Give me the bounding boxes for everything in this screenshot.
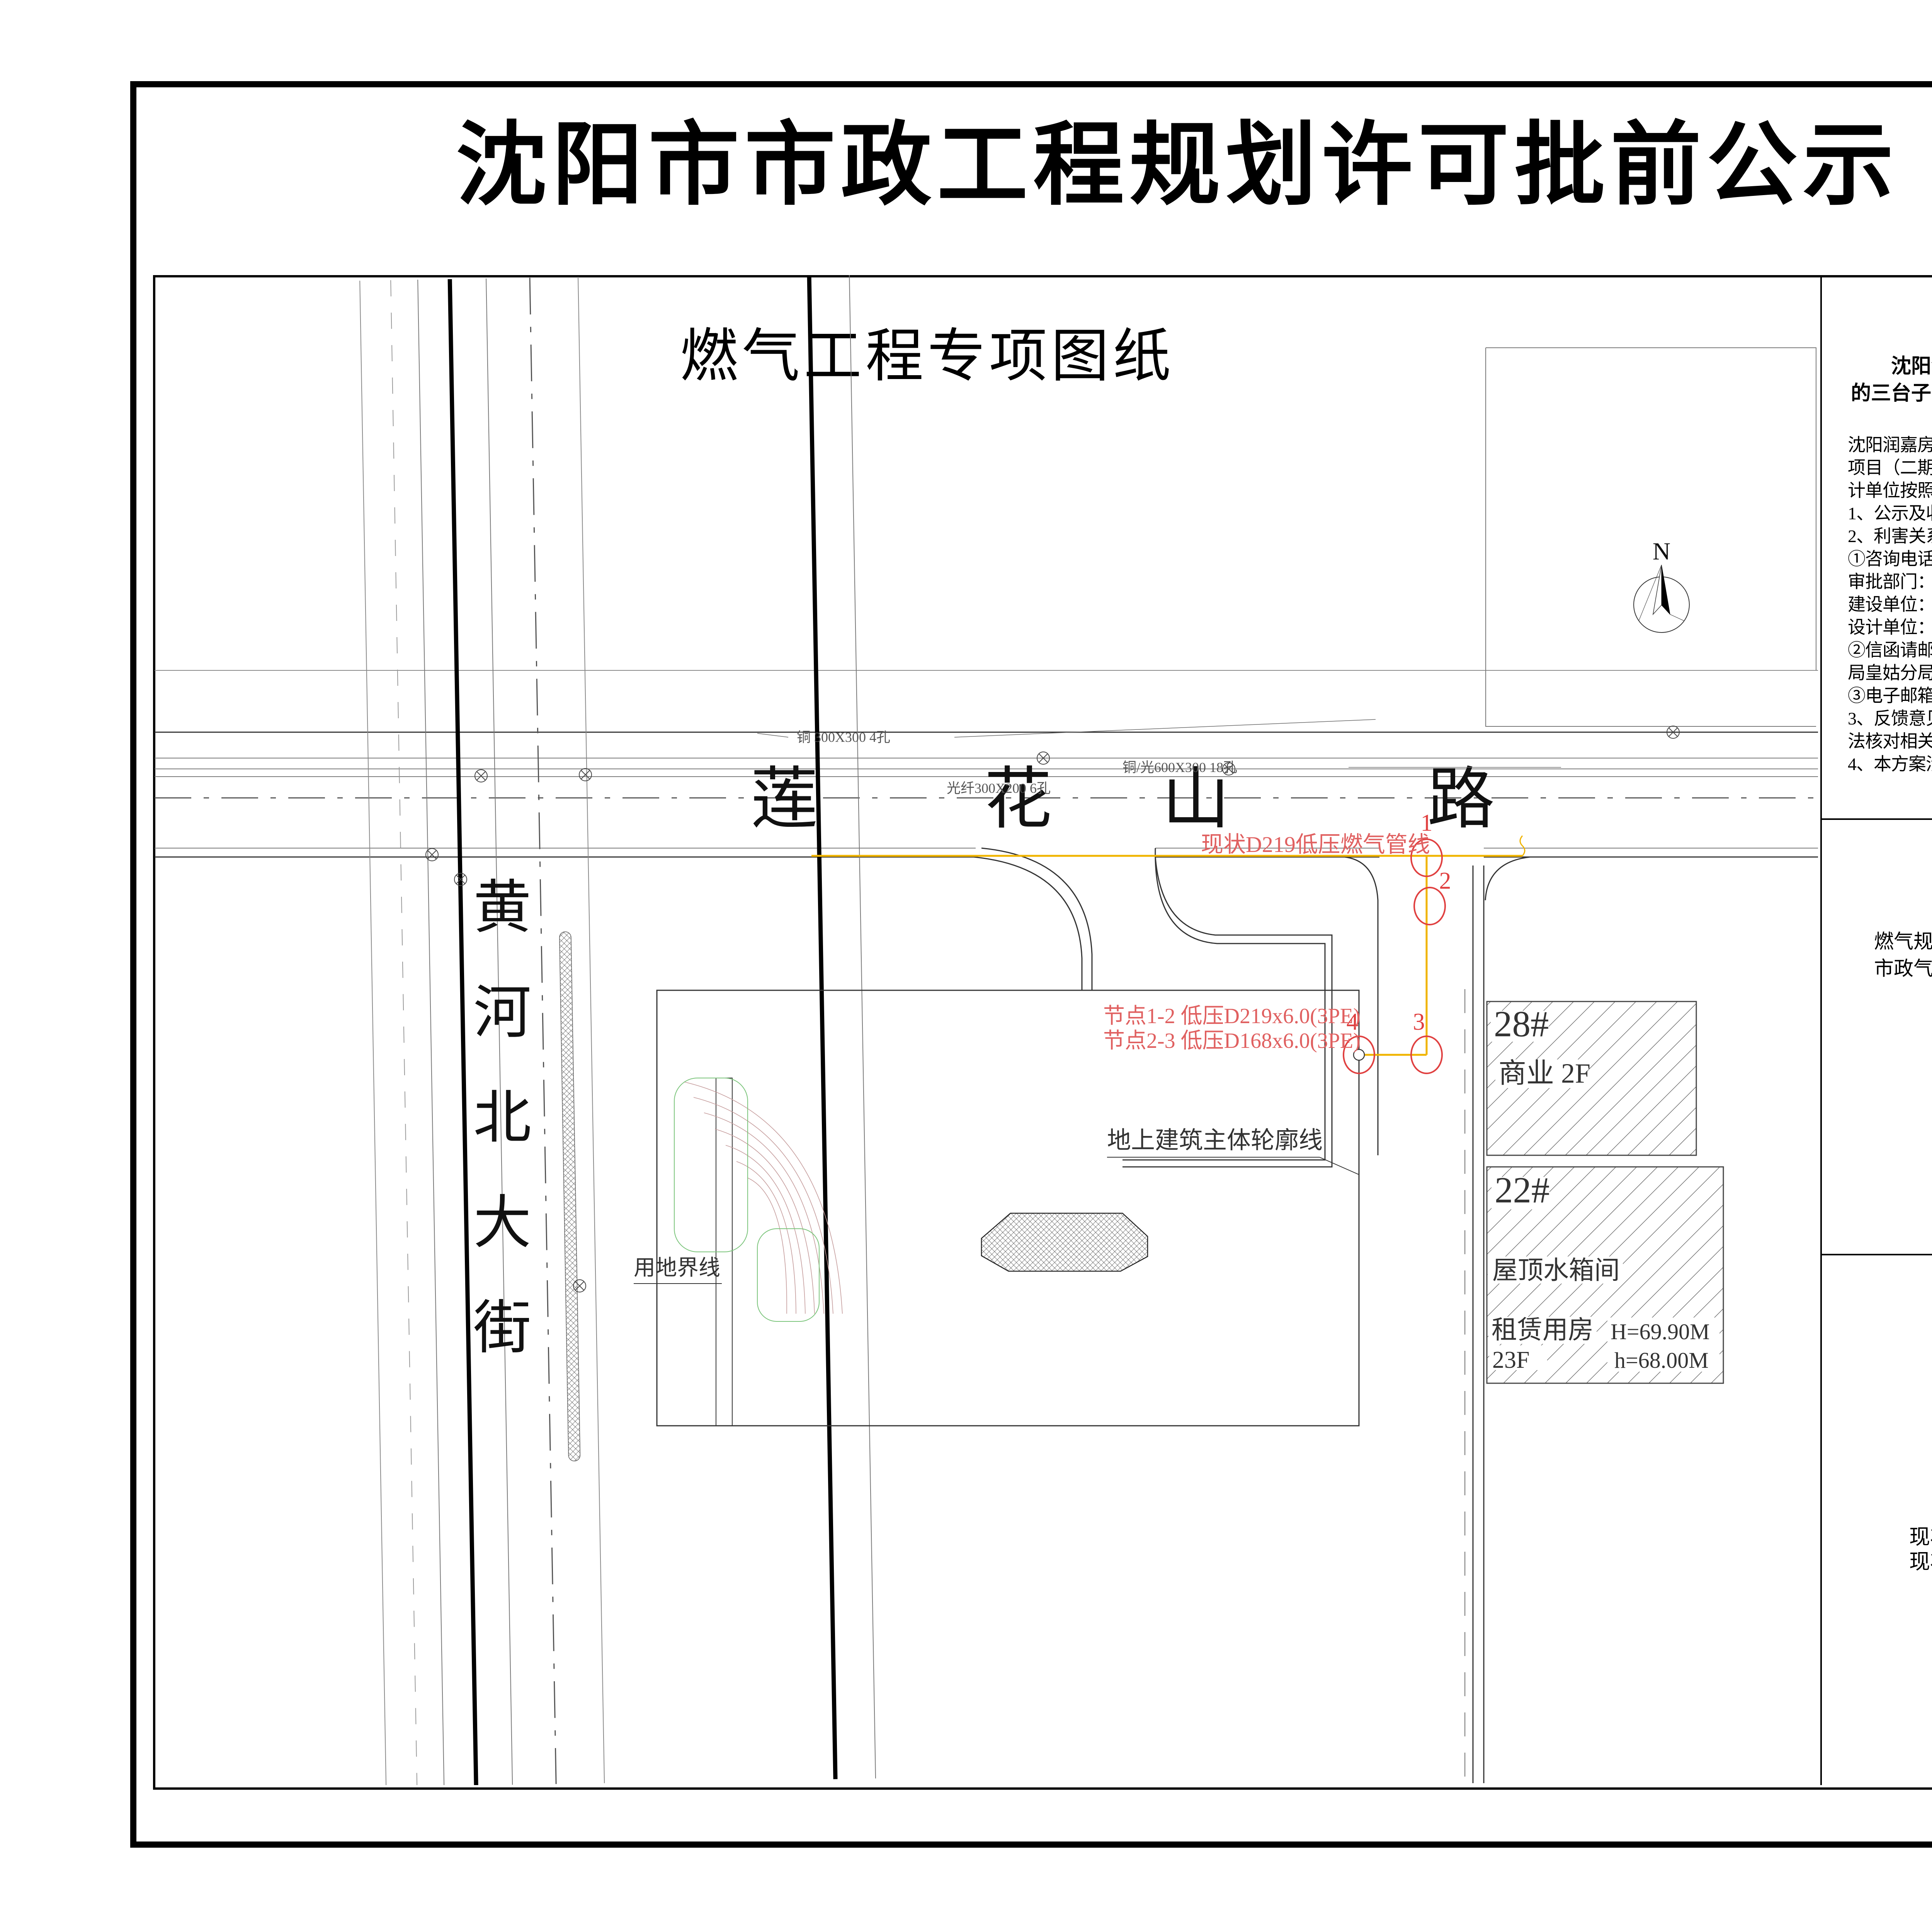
garage-ramp-arcs	[684, 1081, 843, 1314]
node-annotation-2: 节点2-3 低压D168x6.0(3PE)	[1103, 1029, 1361, 1053]
legend-label: 电信设施用房	[1886, 1669, 1932, 1700]
east-side-road	[1344, 856, 1531, 1783]
svg-text:路: 路	[1427, 762, 1495, 837]
notice-line: 3、反馈意见请注明联系人真实姓名、电话、地址等信息；如因信息不完整或不真实导致无	[1848, 709, 1932, 728]
svg-text:铜/光600X300 18孔: 铜/光600X300 18孔	[1122, 760, 1237, 775]
plan-line: 市政气源为低压燃气，管线接北侧红线内现状低压燃气管线。	[1874, 958, 1932, 980]
svg-text:用地界线: 用地界线	[634, 1256, 720, 1280]
svg-text:铜 300X300 4孔: 铜 300X300 4孔	[797, 729, 890, 745]
legend-label: 现状中压燃气管线	[1909, 1550, 1932, 1573]
notice-line: 4、本方案涉及的利害关系人依法享有听证权。	[1848, 754, 1932, 774]
pipeline-node-numbers: 1 2 3 4	[1347, 810, 1451, 1035]
panel-divider-vertical	[1820, 275, 1822, 1785]
svg-text:大: 大	[473, 1191, 531, 1255]
svg-text:租赁用房: 租赁用房	[1492, 1316, 1594, 1344]
svg-text:屋顶水箱间: 屋顶水箱间	[1492, 1257, 1620, 1285]
notice-header: 公示信息	[1820, 284, 1932, 348]
notice-line: 沈阳润嘉房地产开发有限公司建设的位于沈阳市皇姑区黄河北大街的三台子二、三号地块	[1848, 435, 1932, 455]
svg-text:23F: 23F	[1492, 1347, 1529, 1373]
svg-text:北: 北	[473, 1086, 531, 1150]
site-plan-drawing: 1 2 3 4 现状D219低压燃气管线 节点1-2 低压D219x6.0(3P…	[155, 275, 1818, 1785]
building-22: 22# 屋顶水箱间 租赁用房 23F H=69.90M h=68.00M	[1486, 1166, 1724, 1384]
hatched-tank-polygon	[981, 1212, 1148, 1272]
gas-pipeline	[811, 835, 1526, 1056]
svg-text:28#: 28#	[1494, 1003, 1549, 1044]
svg-text:光纤300X200 6孔: 光纤300X200 6孔	[947, 780, 1051, 796]
notice-line: 局皇姑分局审批科。	[1848, 663, 1932, 683]
plan-line: 燃气规划方案主要内容:	[1874, 931, 1932, 953]
notice-line: ①咨询电话：	[1848, 549, 1932, 569]
notice-line: 计单位按照相关技术标准和规范完成建设工程规划设计方案，现予以公示并公开征求意见。	[1848, 481, 1932, 500]
notice-line: ②信函请邮寄至：沈阳市皇姑区金山北路21-8号，皇姑区政务服务中心，沈阳市自然资…	[1848, 640, 1932, 660]
notice-subtitle-line: 的三台子二、三号地块项目(二期)燃气工程规划许可批前公示	[1851, 383, 1932, 405]
existing-pipeline-label: 现状D219低压燃气管线	[1201, 832, 1430, 857]
svg-text:河: 河	[473, 981, 531, 1045]
pipeline-nodes	[1343, 838, 1446, 1074]
notice-subtitle-line: 沈阳润嘉房地产开发有限公司位于沈阳市皇姑区黄河北大街	[1891, 355, 1932, 377]
road-name-lianhuashan: 莲 花 山 路	[751, 762, 1495, 837]
panel-divider-plan-legend	[1820, 1254, 1932, 1255]
svg-text:1: 1	[1421, 810, 1433, 836]
building-28: 28# 商业 2F	[1486, 1001, 1697, 1156]
notice-line: ③电子邮箱：hgxzspk-zrzyj@shenyang.gov.cn。	[1848, 686, 1932, 706]
content-frame	[153, 275, 1932, 1790]
outline-label-group: 地上建筑主体轮廓线	[1107, 1127, 1359, 1175]
svg-text:商业 2F: 商业 2F	[1498, 1058, 1590, 1089]
building-outline	[656, 990, 1360, 1427]
svg-text:2: 2	[1439, 868, 1451, 894]
notice-line: 审批部门：沈阳市自然资源局皇姑分局，024-86216100;	[1848, 572, 1932, 592]
manhole-icons	[425, 726, 1680, 1292]
svg-text:22#: 22#	[1495, 1170, 1550, 1211]
notice-line: 2、利害关系人可在公示有效期内通过以下途径咨询或提出意见；	[1848, 526, 1932, 546]
page-title: 沈阳市市政工程规划许可批前公示	[456, 116, 1899, 216]
svg-text:H=69.90M: H=69.90M	[1611, 1319, 1710, 1344]
north-compass-icon: N	[1633, 537, 1690, 633]
notice-date: 2023年10月13日	[1848, 797, 1932, 822]
svg-text:h=68.00M: h=68.00M	[1614, 1348, 1709, 1373]
notice-line: 项目（二期）燃气工程，项目占地125706㎡，用地性质居住、商业，建设单位现已委…	[1848, 458, 1932, 478]
svg-text:3: 3	[1413, 1009, 1425, 1035]
svg-text:4: 4	[1347, 1009, 1359, 1035]
road-lianhuashan	[155, 670, 1818, 858]
node-annotation-1: 节点1-2 低压D219x6.0(3PE)	[1103, 1004, 1361, 1028]
map-panel-title: 燃气工程专项图纸	[680, 325, 1175, 389]
svg-text:花: 花	[985, 762, 1052, 837]
panel-divider-notice-plan	[1820, 818, 1932, 820]
utility-annotations: 铜 300X300 4孔 铜/光600X300 18孔 光纤300X200 6孔	[757, 719, 1561, 796]
svg-text:莲: 莲	[751, 762, 818, 837]
svg-text:山: 山	[1162, 762, 1230, 837]
svg-text:街: 街	[473, 1296, 531, 1360]
road-name-huanghebei: 黄 河 北 大 街	[473, 876, 531, 1360]
side-road-hook	[973, 847, 1333, 1168]
legend-label: 现状低压燃气管线	[1909, 1525, 1932, 1549]
svg-text:地上建筑主体轮廓线: 地上建筑主体轮廓线	[1107, 1127, 1323, 1154]
landscape-outlines	[674, 1078, 820, 1322]
svg-text:N: N	[1653, 537, 1670, 565]
page-border	[130, 81, 1932, 1848]
notice-line: 法核对相关情况的，视为无效意见。	[1848, 731, 1932, 751]
svg-text:黄: 黄	[473, 876, 531, 940]
notice-line: 1、公示及收集意见日期：2023年10月13日--2023年10月23日（7个工…	[1848, 503, 1932, 523]
north-block-outline	[1485, 347, 1816, 727]
plan-header: 规划方案主要内容	[1820, 835, 1932, 902]
road-huanghebei	[359, 275, 876, 1785]
notice-line: 设计单位：沈阳城市燃气规划设计研究院有限公司，024-23863317;	[1848, 617, 1932, 637]
notice-line: 建设单位：沈阳润嘉房地产开发有限公司，024-28118888;	[1848, 595, 1932, 614]
boundary-label-group: 用地界线	[634, 1256, 722, 1284]
